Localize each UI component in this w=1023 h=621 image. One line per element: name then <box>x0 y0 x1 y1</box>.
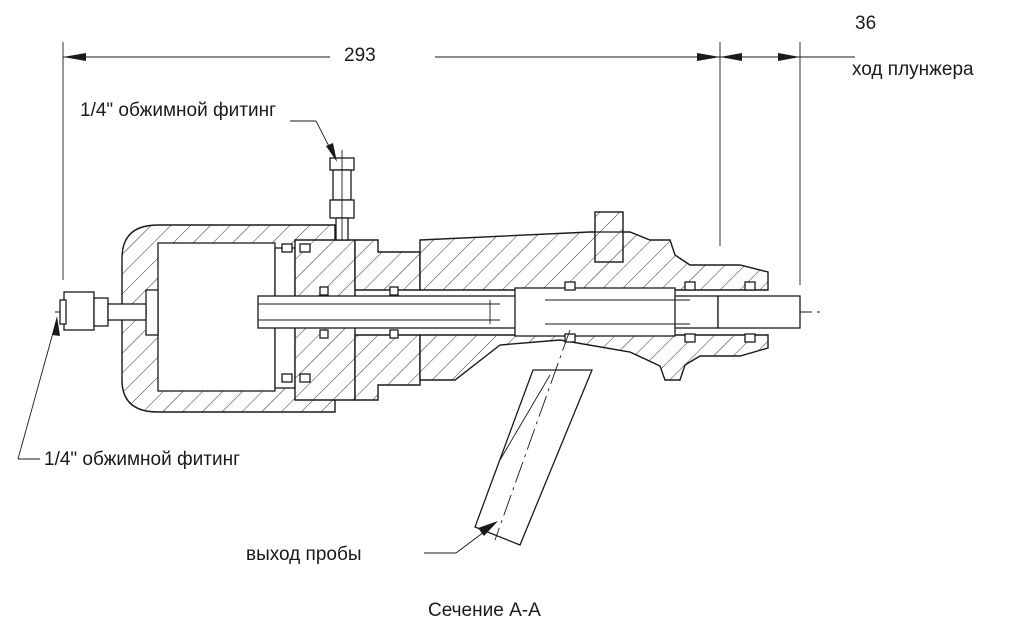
sample-outlet-callout: выход пробы <box>246 544 362 565</box>
piston-rod <box>257 287 801 337</box>
sample-outlet-tube <box>474 329 593 546</box>
top-fitting <box>329 150 355 241</box>
total-length-dimension: 293 <box>344 45 376 66</box>
leader-lines <box>17 56 855 554</box>
stroke-dimension-label: ход плунжера <box>852 59 974 80</box>
stroke-dimension-value: 36 <box>855 13 877 34</box>
left-fitting <box>59 291 147 331</box>
top-fitting-callout: 1/4" обжимной фитинг <box>80 100 276 121</box>
valve-body <box>419 211 769 381</box>
section-caption: Сечение А-А <box>428 600 541 621</box>
o-ring-seals <box>281 243 756 383</box>
left-fitting-callout: 1/4" обжимной фитинг <box>44 449 240 470</box>
dimension-lines <box>62 42 845 285</box>
